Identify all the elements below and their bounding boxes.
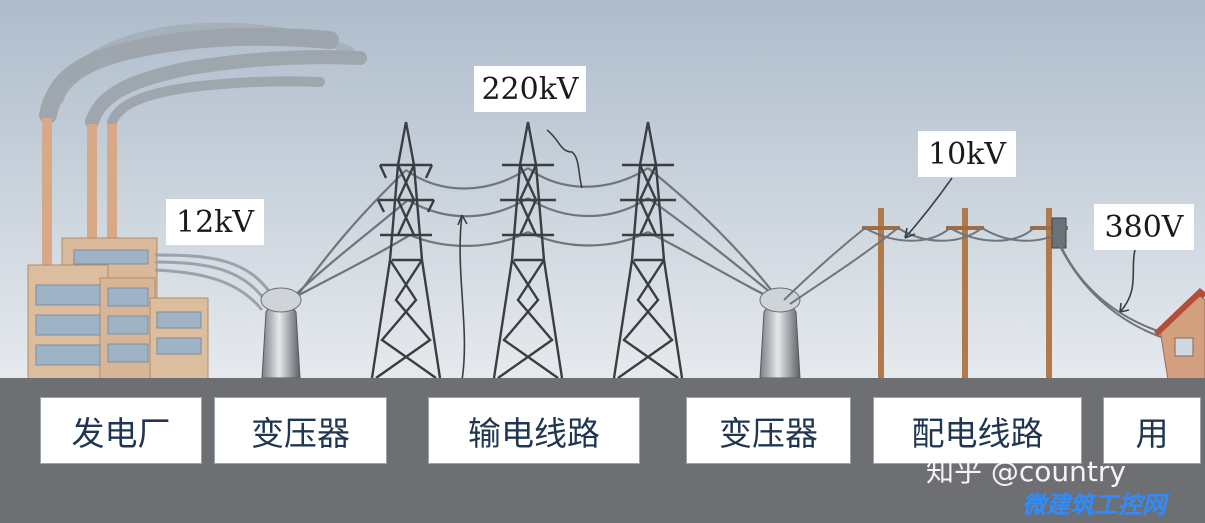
power-plant [27, 118, 209, 381]
voltage-label-distribution: 10kV [918, 131, 1016, 177]
voltage-pointers [457, 129, 1136, 381]
voltage-label-plant: 12kV [166, 199, 264, 245]
watermark-site: 微建筑工控网 [1022, 491, 1166, 519]
transmission-tower-3 [612, 121, 684, 379]
stage-label-transmission-line: 输电线路 [428, 397, 640, 464]
voltage-label-consumer-text: 380V [1105, 210, 1185, 245]
step-down-transformer [759, 287, 801, 379]
stage-label-distribution-line: 配电线路 [873, 397, 1082, 464]
step-up-transformer [260, 287, 302, 379]
stage-label-step-up-transformer: 变压器 [214, 397, 387, 464]
watermark-zhihu: 知乎 @country [926, 455, 1126, 488]
smoke-plumes [39, 22, 367, 129]
stage-label-consumer: 用 [1103, 397, 1201, 464]
plant-feed-lines [154, 253, 277, 311]
transmission-tower-2 [492, 121, 564, 379]
stage-label-power-plant: 发电厂 [40, 397, 202, 464]
stage-label-step-down-transformer: 变压器 [686, 397, 851, 464]
transmission-tower-1 [370, 121, 442, 379]
voltage-label-transmission-text: 220kV [481, 72, 579, 107]
voltage-label-distribution-text: 10kV [928, 137, 1007, 172]
distribution-lines [783, 227, 1171, 341]
consumer-house [1153, 288, 1205, 381]
voltage-label-consumer: 380V [1094, 204, 1194, 250]
voltage-label-plant-text: 12kV [176, 205, 255, 240]
transmission-lines [285, 167, 785, 306]
voltage-label-transmission: 220kV [474, 66, 586, 112]
